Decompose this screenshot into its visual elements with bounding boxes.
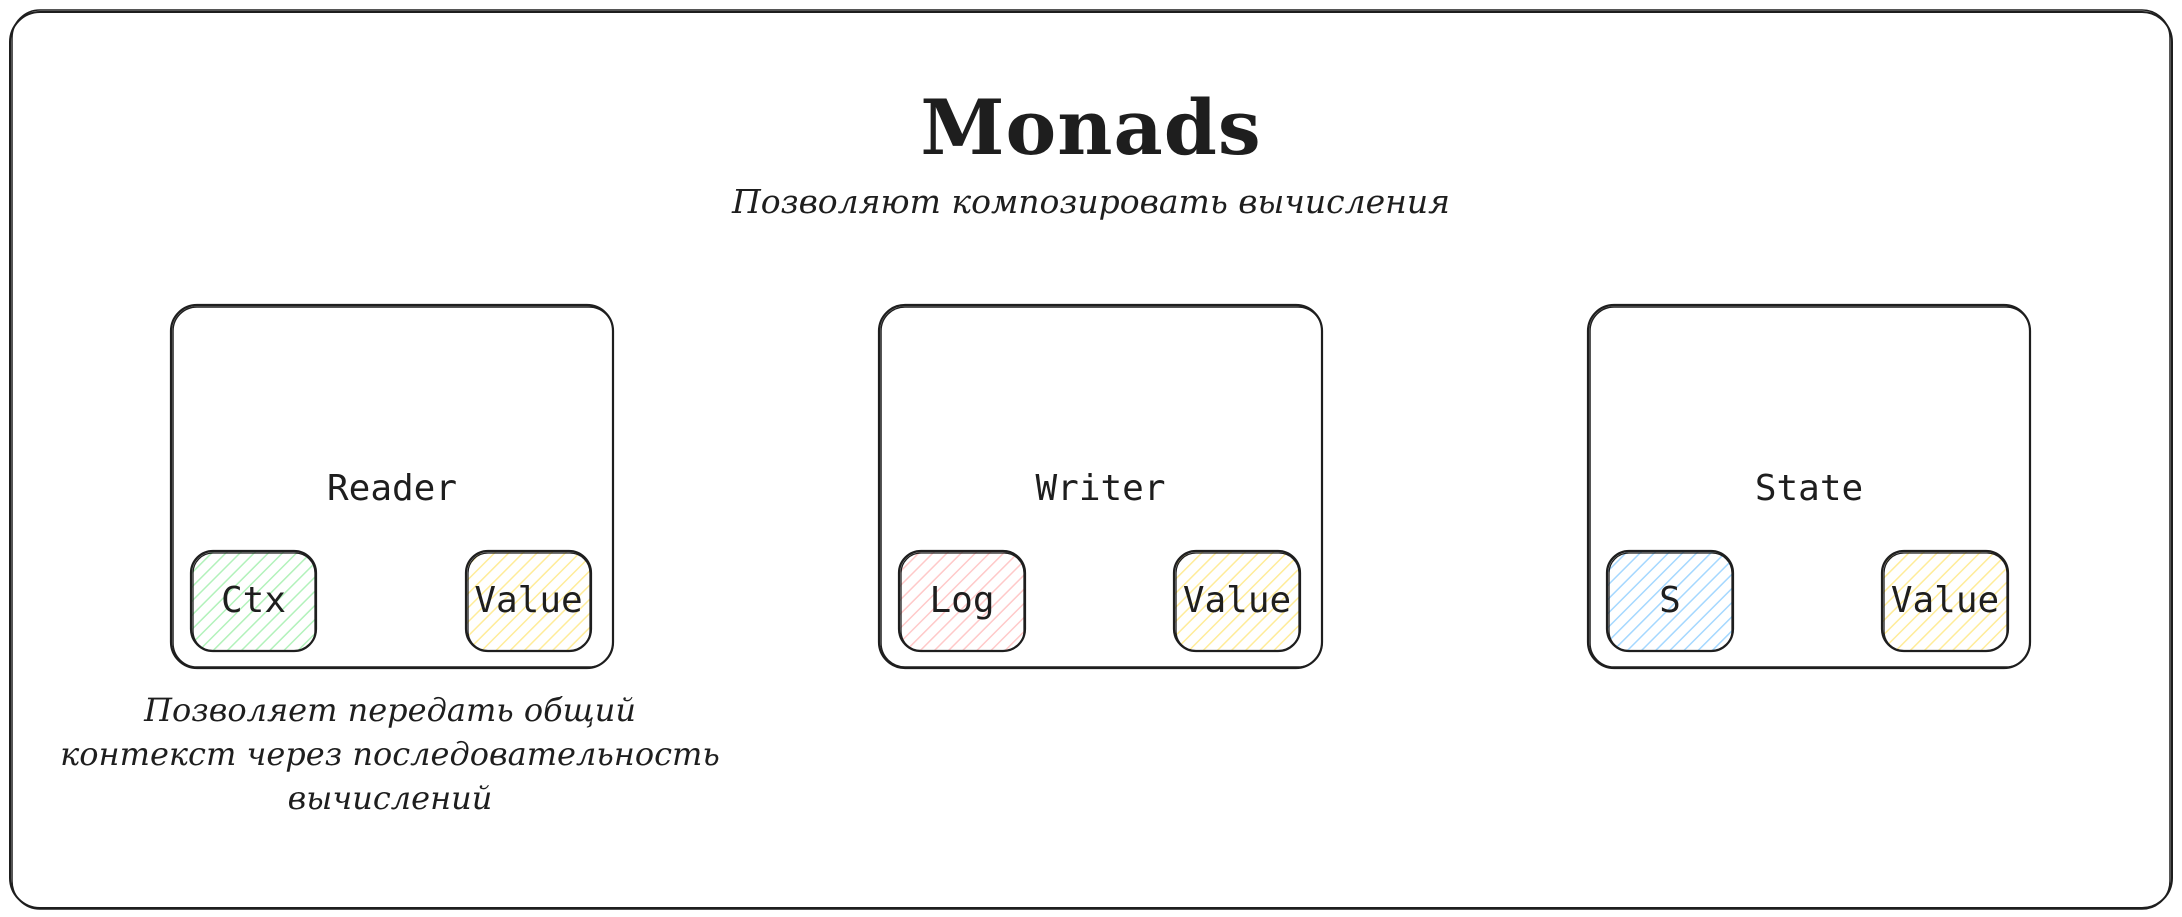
writer-label: Writer xyxy=(1035,468,1166,509)
reader-note-line-1: Позволяет передать общий xyxy=(144,691,636,729)
diagram-title: Monads xyxy=(920,83,1262,172)
state-box xyxy=(1586,303,2032,670)
reader-value-label: Value xyxy=(474,580,583,621)
diagram-subtitle: Позволяют композировать вычисления xyxy=(731,182,1451,221)
reader-ctx-label: Ctx xyxy=(220,580,287,621)
writer-value-chip xyxy=(1172,549,1302,653)
outer-frame xyxy=(9,9,2173,910)
writer-log-chip xyxy=(897,549,1027,653)
writer-value-label: Value xyxy=(1182,580,1292,621)
reader-note: Позволяет передать общий контекст через … xyxy=(40,688,740,820)
reader-ctx-chip xyxy=(189,549,318,653)
state-s-label: S xyxy=(1659,580,1681,621)
state-label: State xyxy=(1754,468,1864,509)
reader-note-line-2: контекст через последовательность xyxy=(60,735,720,773)
state-s-chip xyxy=(1605,549,1735,653)
writer-log-label: Log xyxy=(929,580,995,621)
reader-label: Reader xyxy=(326,468,458,509)
state-value-chip xyxy=(1880,549,2010,653)
writer-box xyxy=(877,303,1324,670)
reader-note-line-3: вычислений xyxy=(287,779,493,817)
state-value-label: Value xyxy=(1890,580,2000,621)
reader-value-chip xyxy=(464,549,593,653)
reader-box xyxy=(169,303,615,670)
